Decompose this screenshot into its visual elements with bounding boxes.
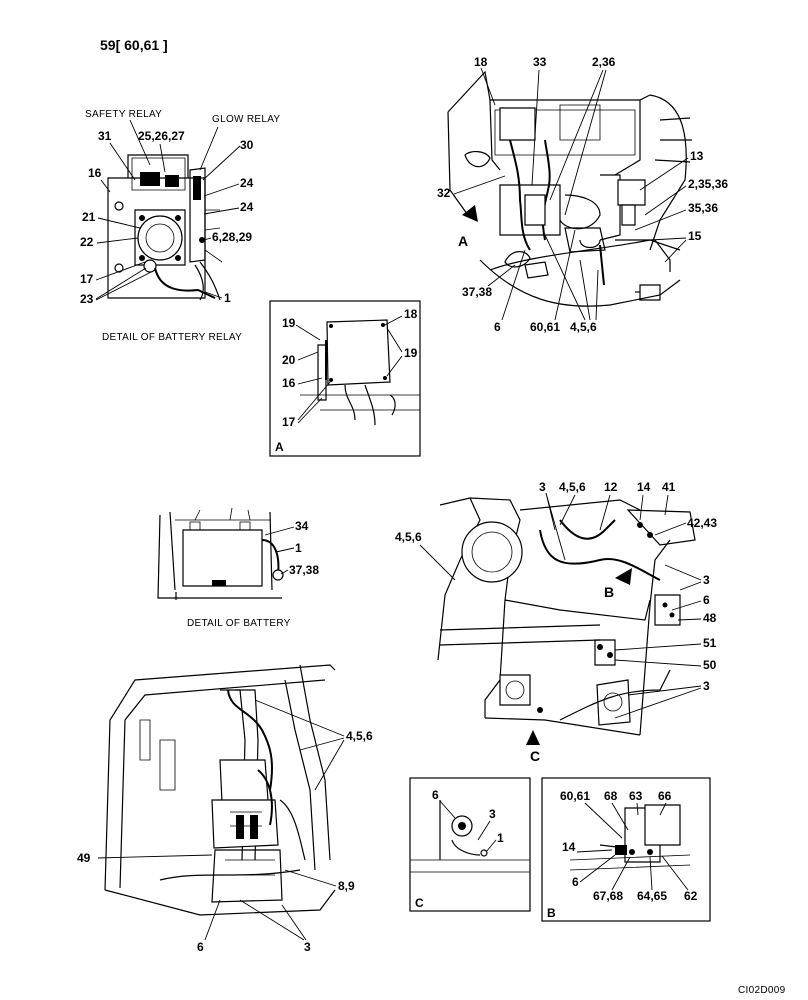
label-23: 23 — [80, 292, 94, 306]
cab-top-view — [447, 70, 692, 307]
label-15: 15 — [688, 229, 702, 243]
label-68: 68 — [604, 789, 618, 803]
label-6-inset-c: 6 — [432, 788, 439, 802]
label-6-28-29: 6,28,29 — [212, 230, 252, 244]
view-arrow-a: A — [458, 233, 468, 249]
label-3-mid: 3 — [539, 480, 546, 494]
label-16: 16 — [88, 166, 102, 180]
label-31: 31 — [98, 129, 112, 143]
label-12: 12 — [604, 480, 618, 494]
drawing-id: CI02D009 — [738, 985, 786, 996]
label-4-5-6-bottom: 4,5,6 — [346, 729, 373, 743]
battery-caption: DETAIL OF BATTERY — [187, 618, 291, 629]
label-8-9: 8,9 — [338, 879, 355, 893]
glow-relay-label: GLOW RELAY — [212, 114, 280, 125]
label-2-35-36: 2,35,36 — [688, 177, 728, 191]
label-22: 22 — [80, 235, 94, 249]
label-25-26-27: 25,26,27 — [138, 129, 185, 143]
label-18-inset: 18 — [404, 307, 418, 321]
label-19-b: 19 — [404, 346, 418, 360]
label-6-top: 6 — [494, 320, 501, 334]
inset-a-content — [300, 319, 420, 426]
label-60-61-top: 60,61 — [530, 320, 560, 334]
label-49: 49 — [77, 851, 91, 865]
inset-b-content — [569, 804, 691, 871]
label-17: 17 — [80, 272, 94, 286]
label-2-36: 2,36 — [592, 55, 616, 69]
label-67-68: 67,68 — [593, 889, 623, 903]
label-35-36: 35,36 — [688, 201, 718, 215]
label-1: 1 — [224, 291, 231, 305]
label-4-5-6-mid-a: 4,5,6 — [559, 480, 586, 494]
label-14-inset-b: 14 — [562, 840, 576, 854]
battery-relay-detail — [107, 154, 223, 301]
view-arrow-c: C — [530, 748, 540, 764]
inset-a-frame — [269, 300, 421, 457]
label-6-bottom: 6 — [197, 940, 204, 954]
label-1-battery: 1 — [295, 541, 302, 555]
label-17-inset: 17 — [282, 415, 296, 429]
label-42-43: 42,43 — [687, 516, 717, 530]
label-63: 63 — [629, 789, 643, 803]
label-33: 33 — [533, 55, 547, 69]
label-24-a: 24 — [240, 176, 254, 190]
label-18-top: 18 — [474, 55, 488, 69]
frame-middle-view — [437, 497, 696, 745]
label-37-38-battery: 37,38 — [289, 563, 319, 577]
battery-detail — [157, 507, 284, 600]
label-41: 41 — [662, 480, 676, 494]
label-3-mid-b: 3 — [703, 573, 710, 587]
label-13: 13 — [690, 149, 704, 163]
label-6-mid: 6 — [703, 593, 710, 607]
label-3-bottom: 3 — [304, 940, 311, 954]
label-37-38-top: 37,38 — [462, 285, 492, 299]
label-20: 20 — [282, 353, 296, 367]
safety-relay-label: SAFETY RELAY — [85, 109, 162, 120]
label-6-inset-b: 6 — [572, 875, 579, 889]
inset-c-frame — [409, 777, 531, 912]
label-21: 21 — [82, 210, 96, 224]
label-50: 50 — [703, 658, 717, 672]
label-4-5-6-top: 4,5,6 — [570, 320, 597, 334]
header-ref: 59[ 60,61 ] — [100, 37, 168, 53]
label-19-a: 19 — [282, 316, 296, 330]
label-34: 34 — [295, 519, 309, 533]
inset-c-content — [410, 800, 530, 873]
label-4-5-6-mid-b: 4,5,6 — [395, 530, 422, 544]
label-3-inset-c: 3 — [489, 807, 496, 821]
label-16-inset: 16 — [282, 376, 296, 390]
view-arrow-b: B — [604, 584, 614, 600]
inset-b-frame — [541, 777, 711, 922]
label-3-mid-c: 3 — [703, 679, 710, 693]
label-51: 51 — [703, 636, 717, 650]
inset-b-letter: B — [547, 906, 556, 920]
battery-relay-caption: DETAIL OF BATTERY RELAY — [102, 332, 242, 343]
label-14-mid: 14 — [637, 480, 651, 494]
inset-c-letter: C — [415, 896, 424, 910]
label-30: 30 — [240, 138, 254, 152]
label-1-inset-c: 1 — [497, 831, 504, 845]
label-64-65: 64,65 — [637, 889, 667, 903]
cab-lower-view — [104, 664, 336, 916]
label-60-61-inset-b: 60,61 — [560, 789, 590, 803]
label-48: 48 — [703, 611, 717, 625]
inset-a-letter: A — [275, 440, 284, 454]
label-66: 66 — [658, 789, 672, 803]
label-24-b: 24 — [240, 200, 254, 214]
label-62: 62 — [684, 889, 698, 903]
label-32: 32 — [437, 186, 451, 200]
